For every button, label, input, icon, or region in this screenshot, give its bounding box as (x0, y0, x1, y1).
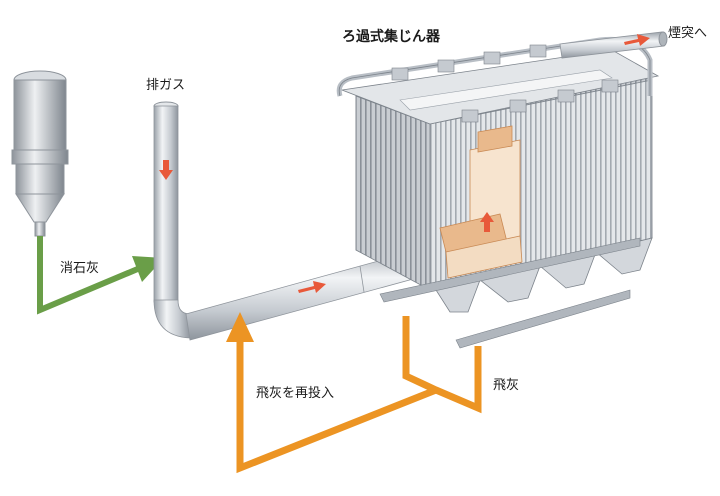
upflow-arrow (480, 212, 494, 232)
fly-ash-recirculation-arrow (226, 312, 482, 474)
fly-ash-label: 飛灰 (493, 378, 520, 393)
exhaust-gas-label: 排ガス (146, 78, 186, 93)
slaked-lime-label: 消石灰 (60, 261, 100, 276)
duct-flow-arrow (298, 281, 326, 293)
slaked-lime-arrow (37, 236, 164, 315)
lime-silo (11, 70, 69, 237)
filter-title: ろ過式集じん器 (342, 29, 440, 45)
reinject-fly-ash-label: 飛灰を再投入 (256, 386, 335, 401)
downflow-arrow (159, 160, 173, 180)
baghouse-filter (336, 36, 660, 349)
to-chimney-label: 煙突へ (668, 26, 708, 41)
outlet-flow-arrow (624, 34, 650, 46)
